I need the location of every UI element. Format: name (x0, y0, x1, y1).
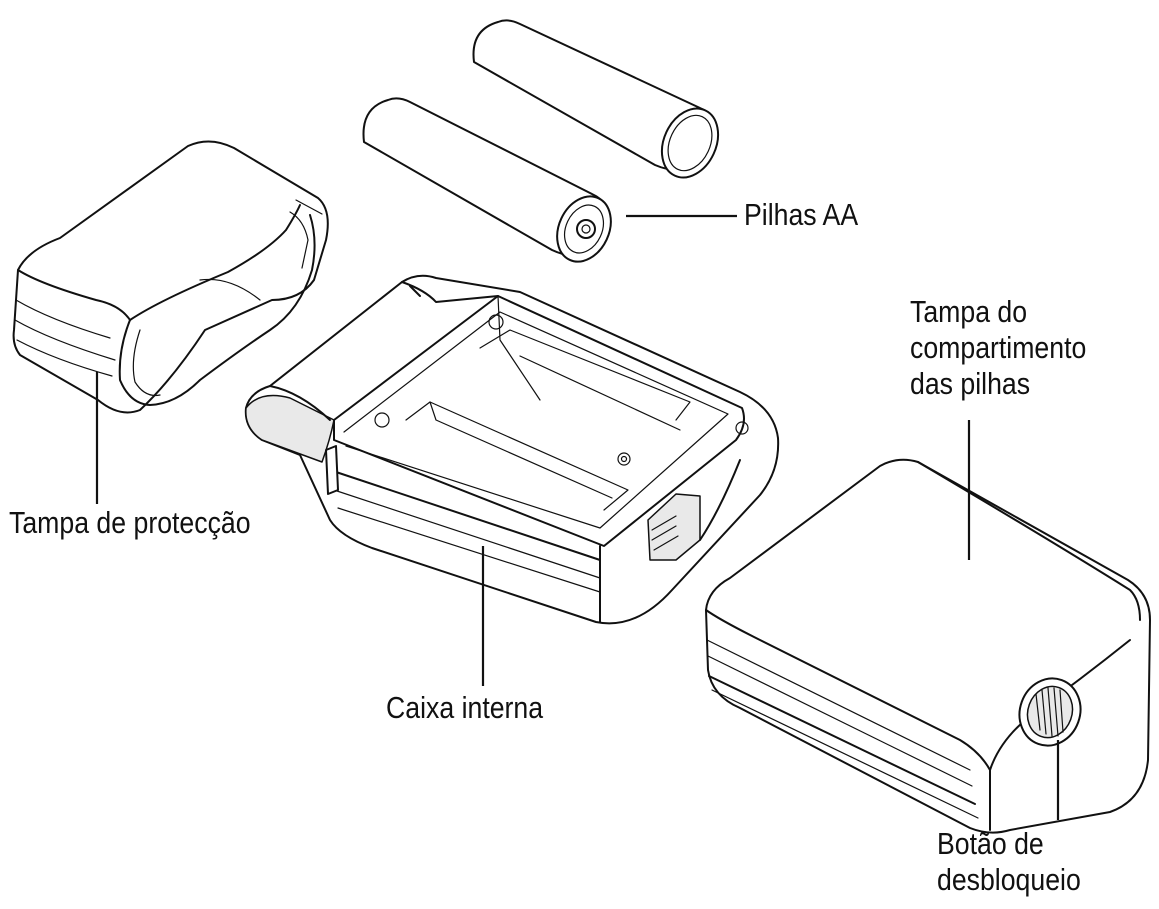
label-release-button-line-2: desbloqueio (937, 862, 1081, 897)
battery-cover-part (705, 458, 1151, 834)
label-release-button-line-1: Botão de (937, 826, 1044, 861)
label-battery-compartment-cover: Tampa do compartimento das pilhas (910, 294, 1086, 402)
label-release-button: Botão de desbloqueio (937, 826, 1081, 898)
leader-lines (95, 214, 1060, 820)
label-protective-cover-text: Tampa de protecção (9, 505, 251, 540)
label-battery-cover-line-1: Tampa do (910, 294, 1028, 329)
label-inner-case-text: Caixa interna (386, 690, 544, 725)
aa-battery-front (362, 97, 612, 263)
label-aa-batteries: Pilhas AA (744, 197, 858, 233)
label-protective-cover: Tampa de protecção (9, 505, 251, 541)
label-aa-batteries-text: Pilhas AA (744, 197, 859, 232)
aa-battery-back (472, 19, 720, 179)
protective-cover-part (12, 140, 329, 414)
label-inner-case: Caixa interna (386, 690, 543, 726)
inner-case-part (244, 274, 780, 625)
label-battery-cover-line-2: compartimento (910, 330, 1087, 365)
label-battery-cover-line-3: das pilhas (910, 366, 1031, 401)
